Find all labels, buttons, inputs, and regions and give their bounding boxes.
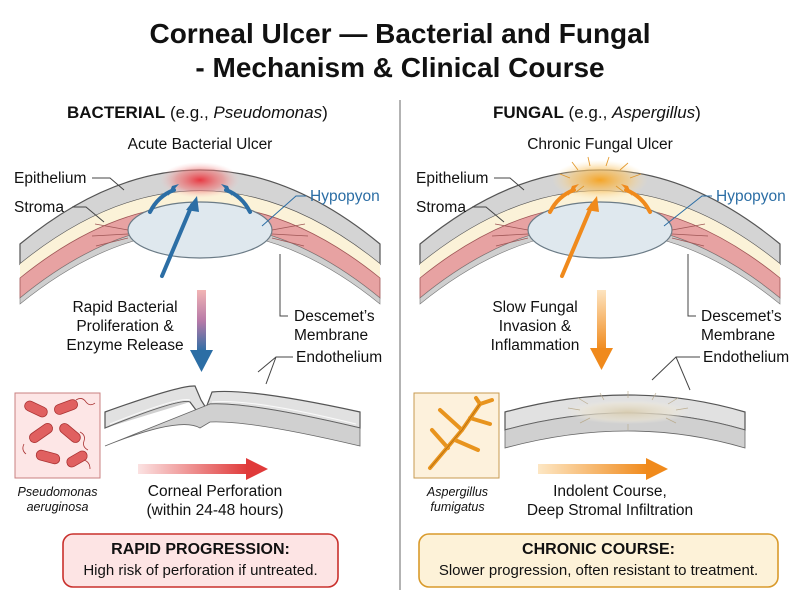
fungal-mechanism-line2: Invasion &	[498, 318, 572, 335]
fungal-descemet-line1: Descemet’s	[701, 308, 782, 325]
bacterial-ulcer-label: Acute Bacterial Ulcer	[127, 136, 273, 153]
bacterial-mechanism-line2: Proliferation &	[76, 318, 174, 335]
fungal-header-italic: Aspergillus	[612, 103, 696, 122]
perforated-cornea	[104, 385, 361, 447]
fungal-organism-line1: Aspergillus	[426, 485, 489, 499]
fungal-mechanism-line3: Inflammation	[490, 337, 580, 354]
fungal-outcome-line2: Deep Stromal Infiltration	[526, 502, 694, 519]
fungal-header-close: )	[695, 103, 701, 122]
arrow-head	[221, 184, 232, 196]
bacterial-endothelium-label: Endothelium	[296, 349, 383, 366]
bacterial-box-title: RAPID PROGRESSION:	[111, 541, 290, 558]
fungal-down-arrow-shaft	[597, 290, 606, 350]
bacterial-header: BACTERIAL (e.g., Pseudomonas)	[67, 103, 328, 123]
bacterial-outcome-arrow-shaft	[138, 464, 248, 474]
bacterial-ulcer-spot	[160, 162, 240, 198]
fungal-box-text: Slower progression, often resistant to t…	[438, 562, 759, 579]
bacterial-descemet-line2: Membrane	[294, 327, 369, 344]
fungal-mechanism-line1: Slow Fungal	[492, 299, 578, 316]
fungal-header: FUNGAL (e.g., Aspergillus)	[493, 103, 701, 123]
page-title-line2: - Mechanism & Clinical Course	[195, 52, 605, 83]
fungal-stroma-label: Stroma	[416, 199, 466, 216]
bacterial-box-text: High risk of perforation if untreated.	[83, 562, 318, 579]
bacterial-down-arrow-head	[190, 350, 213, 372]
bacterial-organism-line2: aeruginosa	[26, 500, 89, 514]
bacterial-summary-box: RAPID PROGRESSION: High risk of perforat…	[63, 534, 338, 587]
bacterial-outcome-arrow-head	[246, 458, 268, 480]
bacterial-header-italic: Pseudomonas	[213, 103, 323, 122]
page-title-line1: Corneal Ulcer — Bacterial and Fungal	[149, 18, 651, 49]
fungal-outcome-line1: Indolent Course,	[553, 483, 667, 500]
fungal-descemet-line2: Membrane	[701, 327, 776, 344]
bacterial-hypopyon-label: Hypopyon	[310, 188, 380, 205]
bacterial-header-bold: BACTERIAL	[67, 103, 166, 122]
bacterial-down-arrow-shaft	[197, 290, 206, 352]
bacterial-mechanism-line3: Enzyme Release	[66, 337, 184, 354]
pseudomonas-bacteria-icon	[14, 392, 101, 479]
fungal-ulcer-label: Chronic Fungal Ulcer	[527, 136, 673, 153]
fungal-header-bold: FUNGAL	[493, 103, 564, 122]
bacterial-leader-lines	[72, 177, 306, 385]
bacterial-organism-line1: Pseudomonas	[17, 485, 98, 499]
bacterial-outcome-line2: (within 24-48 hours)	[146, 502, 284, 519]
fungal-down-arrow-head	[590, 348, 613, 370]
fungal-cornea-section	[419, 156, 781, 305]
bacterial-mechanism-line1: Rapid Bacterial	[72, 299, 178, 316]
bacterial-descemet-line1: Descemet’s	[294, 308, 375, 325]
bacterial-summary-box-bg	[62, 533, 339, 588]
fungal-summary-box: CHRONIC COURSE: Slower progression, ofte…	[419, 534, 778, 587]
bacterial-cornea-section	[19, 162, 381, 305]
fungal-epithelium-label: Epithelium	[416, 170, 489, 187]
bacterial-epithelium-label: Epithelium	[14, 170, 87, 187]
fungal-organism-line2: fumigatus	[430, 500, 485, 514]
bacterial-header-close: )	[322, 103, 328, 122]
aspergillus-fungus-icon	[413, 392, 500, 479]
fungal-summary-box-bg	[418, 533, 779, 588]
fungal-header-rest: (e.g.,	[563, 103, 613, 122]
fungal-outcome-arrow-shaft	[538, 464, 648, 474]
infiltrated-cornea	[504, 391, 746, 449]
bacterial-header-rest: (e.g.,	[165, 103, 214, 122]
bacterial-stroma-label: Stroma	[14, 199, 64, 216]
fungal-box-title: CHRONIC COURSE:	[522, 541, 675, 558]
bacterial-outcome-line1: Corneal Perforation	[147, 483, 283, 500]
fungal-leader-lines	[472, 177, 712, 391]
fungal-outcome-arrow-head	[646, 458, 668, 480]
fungal-endothelium-label: Endothelium	[703, 349, 790, 366]
fungal-hypopyon-label: Hypopyon	[716, 188, 786, 205]
